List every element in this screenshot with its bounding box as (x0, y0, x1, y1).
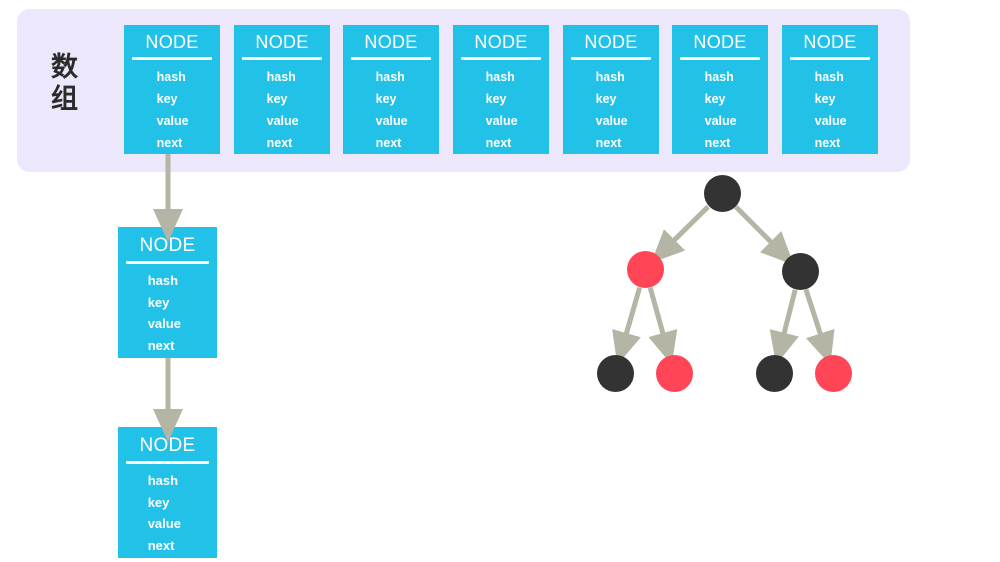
tree-edge-left-to-left-right (647, 287, 678, 365)
node-field-key: key (704, 92, 726, 106)
node-field-value: value (814, 114, 847, 128)
tree-node-right-black[interactable] (781, 252, 819, 290)
node-field-list: hash key value next (118, 270, 217, 356)
node-divider (790, 57, 870, 60)
node-field-key: key (375, 92, 397, 106)
node-title: NODE (474, 32, 528, 52)
node-field-hash: hash (595, 70, 625, 84)
node-field-list: hash key value next (234, 66, 330, 154)
node-field-value: value (485, 114, 518, 128)
node-divider (132, 57, 212, 60)
node-field-value: value (147, 516, 181, 531)
node-field-key: key (147, 294, 170, 310)
node-field-next: next (814, 136, 841, 150)
node-field-key: key (147, 494, 170, 510)
bucket-node-2[interactable]: NODE hash key value next (343, 25, 439, 154)
bucket-node-3[interactable]: NODE hash key value next (453, 25, 549, 154)
node-field-list: hash key value next (124, 66, 220, 154)
tree-edge-right-to-right-left (769, 289, 799, 365)
node-field-next: next (375, 136, 402, 150)
node-field-value: value (375, 114, 408, 128)
node-field-list: hash key value next (453, 66, 549, 154)
node-field-next: next (156, 136, 183, 150)
tree-node-left-right-red[interactable] (655, 354, 693, 392)
tree-edge-root-to-right (734, 205, 794, 265)
node-divider (126, 261, 209, 264)
node-field-list: hash key value next (563, 66, 659, 154)
tree-edge-left-to-left-left (612, 287, 642, 365)
node-field-next: next (485, 136, 512, 150)
node-field-hash: hash (147, 473, 179, 488)
node-field-key: key (266, 92, 288, 106)
node-field-key: key (156, 92, 178, 106)
tree-edge-root-to-left (651, 204, 710, 264)
node-field-key: key (814, 92, 836, 106)
node-divider (242, 57, 322, 60)
node-field-hash: hash (375, 70, 405, 84)
bucket-node-4[interactable]: NODE hash key value next (563, 25, 659, 154)
node-field-next: next (704, 136, 731, 150)
node-field-value: value (156, 114, 189, 128)
tree-node-root-black[interactable] (703, 174, 741, 212)
node-field-next: next (147, 537, 175, 553)
node-title: NODE (364, 32, 418, 52)
node-field-list: hash key value next (118, 470, 217, 556)
node-title: NODE (145, 32, 199, 52)
node-field-hash: hash (147, 273, 179, 288)
node-field-next: next (147, 337, 175, 353)
node-field-list: hash key value next (782, 66, 878, 154)
bucket-node-5[interactable]: NODE hash key value next (672, 25, 768, 154)
array-label: 数 组 (51, 52, 79, 114)
node-title: NODE (693, 32, 747, 52)
node-divider (680, 57, 760, 60)
node-field-list: hash key value next (672, 66, 768, 154)
node-field-hash: hash (814, 70, 844, 84)
node-field-key: key (595, 92, 617, 106)
node-title: NODE (803, 32, 857, 52)
node-field-value: value (704, 114, 737, 128)
node-field-value: value (266, 114, 299, 128)
bucket-node-6[interactable]: NODE hash key value next (782, 25, 878, 154)
node-title: NODE (255, 32, 309, 52)
chain-node-2[interactable]: NODE hash key value next (118, 427, 217, 558)
chain-node-1[interactable]: NODE hash key value next (118, 227, 217, 358)
node-field-hash: hash (485, 70, 515, 84)
node-divider (461, 57, 541, 60)
bucket-node-0[interactable]: NODE hash key value next (124, 25, 220, 154)
tree-node-left-red[interactable] (626, 250, 664, 288)
node-field-hash: hash (704, 70, 734, 84)
node-field-value: value (147, 316, 181, 331)
node-field-next: next (266, 136, 293, 150)
tree-node-left-left-black[interactable] (596, 354, 634, 392)
bucket-node-1[interactable]: NODE hash key value next (234, 25, 330, 154)
node-divider (126, 461, 209, 464)
node-field-next: next (595, 136, 622, 150)
node-divider (351, 57, 431, 60)
tree-node-right-right-red[interactable] (814, 354, 852, 392)
node-field-hash: hash (266, 70, 296, 84)
node-field-value: value (595, 114, 628, 128)
tree-node-right-left-black[interactable] (755, 354, 793, 392)
node-title: NODE (584, 32, 638, 52)
node-field-key: key (485, 92, 507, 106)
tree-edge-right-to-right-right (803, 288, 835, 365)
node-field-hash: hash (156, 70, 186, 84)
node-title: NODE (139, 235, 196, 256)
node-field-list: hash key value next (343, 66, 439, 154)
node-title: NODE (139, 435, 196, 456)
node-divider (571, 57, 651, 60)
